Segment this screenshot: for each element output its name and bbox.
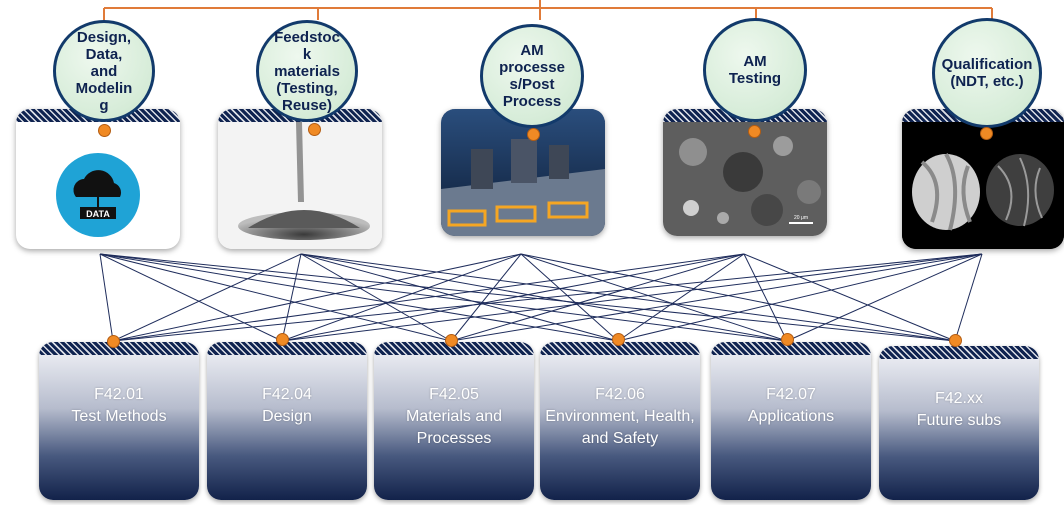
topic-dot-design-data [98, 124, 111, 137]
impeller-ct-scan-image [902, 122, 1064, 249]
mesh-line [112, 253, 302, 342]
topic-circle-feedstock: Feedstoc k materials (Testing, Reuse) [256, 20, 358, 122]
subcommittee-card-f42-06: F42.06 Environment, Health, and Safety [540, 342, 700, 500]
hatch-band [540, 342, 700, 355]
mesh-line [99, 253, 283, 342]
mesh-line [281, 253, 522, 342]
subcommittee-title: Test Methods [71, 408, 167, 425]
topic-card-feedstock [218, 109, 382, 249]
topic-dot-am-process [527, 128, 540, 141]
mesh-line [99, 253, 619, 342]
subcommittee-card-f42-01: F42.01 Test Methods [39, 342, 199, 500]
topic-circle-qualification: Qualification (NDT, etc.) [932, 18, 1042, 128]
mesh-line [520, 253, 788, 342]
mesh-line [743, 253, 788, 342]
subcommittee-dot-f42-xx [949, 334, 962, 347]
hatch-band [207, 342, 367, 355]
topic-card-design-data: DATA [16, 109, 180, 249]
subcommittee-title: Applications [747, 408, 835, 425]
subcommittee-card-f42-05: F42.05 Materials and Processes [374, 342, 534, 500]
subcommittee-code: F42.05 [429, 386, 479, 403]
subcommittee-title: Design [262, 408, 312, 425]
mesh-line [617, 253, 983, 342]
mesh-line [954, 253, 983, 342]
subcommittee-card-f42-04: F42.04 Design [207, 342, 367, 500]
mesh-line [743, 253, 956, 342]
subcommittee-code: F42.xx [934, 390, 983, 407]
powder-pour-photo [218, 122, 382, 249]
scale-bar-label: 20 μm [794, 215, 808, 221]
subcommittee-code: F42.04 [262, 386, 312, 403]
topic-label-design-data: Design, Data, and Modelin g [75, 28, 133, 114]
topic-circle-am-process: AM processe s/Post Process [480, 24, 584, 128]
mesh-line [617, 253, 745, 342]
topic-card-qualification [902, 109, 1064, 249]
topic-dot-am-testing [748, 125, 761, 138]
topic-card-am-process [441, 109, 605, 236]
mesh-line [281, 253, 983, 342]
subcommittee-title: Materials and Processes [405, 408, 503, 447]
subcommittee-code: F42.07 [766, 386, 816, 403]
mesh-line [112, 253, 522, 342]
hatch-band [39, 342, 199, 355]
hatch-band [879, 346, 1039, 359]
mesh-line [786, 253, 983, 342]
mesh-line [300, 253, 619, 342]
subcommittee-title: Future subs [916, 412, 1002, 429]
topic-card-am-testing: 20 μm [663, 109, 827, 236]
topic-dot-qualification [980, 127, 993, 140]
subcommittee-code: F42.06 [595, 386, 645, 403]
mesh-line [300, 253, 452, 342]
mesh-line [281, 253, 745, 342]
subcommittee-dot-f42-01 [107, 335, 120, 348]
mesh-line [99, 253, 452, 342]
topic-dot-feedstock [308, 123, 321, 136]
subcommittee-title: Environment, Health, and Safety [545, 408, 695, 447]
subcommittee-dot-f42-07 [781, 333, 794, 346]
topic-label-qualification: Qualification (NDT, etc.) [941, 56, 1033, 90]
mesh-line [450, 253, 983, 342]
hatch-band [711, 342, 871, 355]
topic-circle-design-data: Design, Data, and Modelin g [53, 20, 155, 122]
top-bracket-lines [103, 0, 993, 20]
mesh-line [520, 253, 956, 342]
mesh-line [99, 253, 956, 342]
mesh-line [112, 253, 745, 342]
mesh-line [99, 253, 788, 342]
micrograph-photo: 20 μm [663, 122, 827, 236]
mesh-line [112, 253, 983, 342]
mesh-line [99, 253, 114, 342]
topic-circle-am-testing: AM Testing [703, 18, 807, 122]
subcommittee-card-f42-xx: F42.xx Future subs [879, 346, 1039, 500]
mesh-line [520, 253, 619, 342]
mesh-line [450, 253, 522, 342]
hatch-band [374, 342, 534, 355]
topic-label-feedstock: Feedstoc k materials (Testing, Reuse) [274, 28, 340, 114]
mesh-lines [99, 253, 983, 342]
subcommittee-dot-f42-04 [276, 333, 289, 346]
topic-label-am-testing: AM Testing [728, 53, 782, 87]
mesh-line [450, 253, 745, 342]
mesh-line [281, 253, 302, 342]
subcommittee-dot-f42-05 [445, 334, 458, 347]
cloud-data-icon: DATA [56, 153, 140, 237]
am-build-plate-photo [441, 109, 605, 236]
subcommittee-card-f42-07: F42.07 Applications [711, 342, 871, 500]
topic-label-am-process: AM processe s/Post Process [499, 42, 565, 110]
cloud-icon-label: DATA [86, 209, 110, 219]
subcommittee-dot-f42-06 [612, 333, 625, 346]
subcommittee-code: F42.01 [94, 386, 144, 403]
